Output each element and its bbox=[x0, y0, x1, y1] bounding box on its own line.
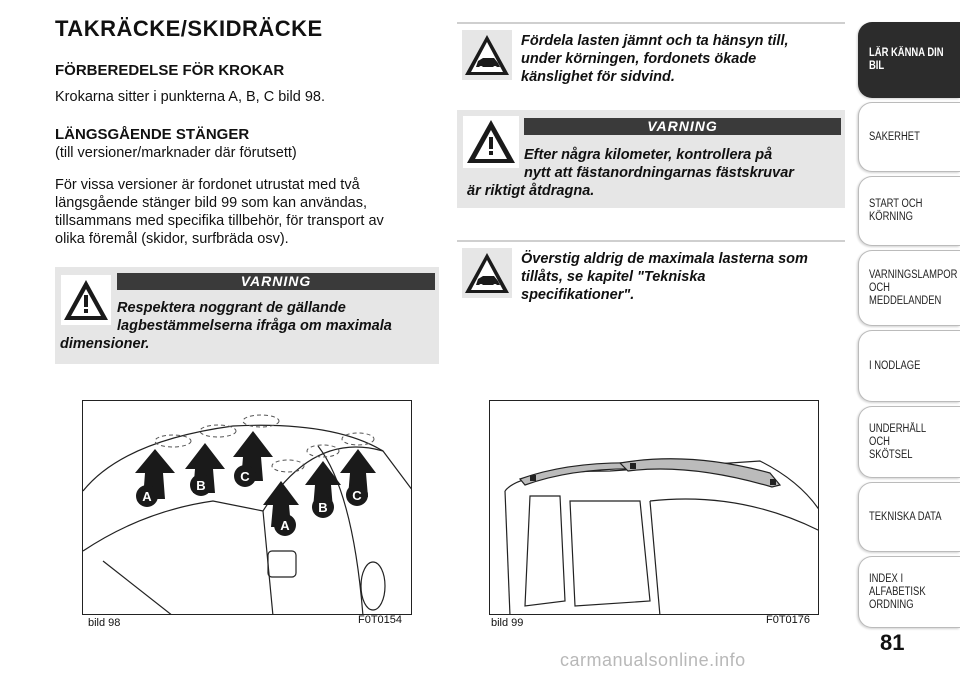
tab-index[interactable]: INDEX I ALFABETISK ORDNING bbox=[858, 556, 960, 628]
tab-label: SÄKERHET bbox=[869, 130, 920, 143]
note-text-line: Fördela lasten jämnt och ta hänsyn till, bbox=[521, 33, 789, 49]
text-line: tillsammans med specifika tillbehör, för… bbox=[55, 213, 384, 229]
warning-text-line: dimensioner. bbox=[60, 336, 150, 352]
warning-label: VARNING bbox=[524, 118, 841, 135]
warning-text-line: är riktigt åtdragna. bbox=[467, 183, 595, 199]
note-max-load: Överstig aldrig de maximala lasterna som… bbox=[457, 248, 845, 308]
divider bbox=[457, 22, 845, 24]
tab-start-och-korning[interactable]: START OCH KÖRNING bbox=[858, 176, 960, 246]
warning-text-line: Respektera noggrant de gällande bbox=[117, 300, 346, 316]
figure-code: F0T0176 bbox=[766, 614, 811, 626]
warning-text-line: nytt att fästanordningarnas fästskruvar bbox=[524, 165, 794, 181]
tab-label: TEKNISKA DATA bbox=[869, 510, 942, 523]
warning-box-screws: VARNING Efter några kilometer, kontrolle… bbox=[457, 110, 845, 208]
warning-triangle-icon bbox=[463, 116, 519, 168]
vehicle-roof-illustration: A B C A B C bbox=[83, 414, 411, 614]
figure-99-roof-rails bbox=[489, 400, 819, 615]
tab-i-nodlage[interactable]: I NÖDLÄGE bbox=[858, 330, 960, 402]
figure-caption: bild 98 bbox=[88, 617, 121, 629]
tab-label: INDEX I ALFABETISK ORDNING bbox=[869, 572, 926, 611]
hook-marker-label: A bbox=[280, 518, 290, 533]
note-text-line: under körningen, fordonets ökade bbox=[521, 51, 757, 67]
watermark-text: carmanualsonline.info bbox=[560, 650, 746, 670]
figure-98-roof-hooks: A B C A B C bbox=[82, 400, 412, 615]
figure-caption: bild 99 bbox=[491, 617, 524, 629]
tab-label: VARNINGSLAMPOR OCH MEDDELANDEN bbox=[869, 268, 958, 307]
hook-marker-label: B bbox=[196, 478, 205, 493]
tab-tekniska-data[interactable]: TEKNISKA DATA bbox=[858, 482, 960, 552]
tab-varningslampor[interactable]: VARNINGSLAMPOR OCH MEDDELANDEN bbox=[858, 250, 960, 326]
section-subheading-rails: (till versioner/marknader där förutsett) bbox=[55, 145, 297, 161]
text-line: För vissa versioner är fordonet utrustat… bbox=[55, 177, 360, 193]
warning-text-line: Efter några kilometer, kontrollera på bbox=[524, 147, 773, 163]
section-heading-hooks: FÖRBEREDELSE FÖR KROKAR bbox=[55, 62, 285, 79]
note-text-line: tillåts, se kapitel "Tekniska bbox=[521, 269, 706, 285]
warning-triangle-icon bbox=[61, 275, 111, 325]
note-text-line: känslighet för sidvind. bbox=[521, 69, 675, 85]
tab-underhall-och-skotsel[interactable]: UNDERHÅLL OCH SKÖTSEL bbox=[858, 406, 960, 478]
divider bbox=[457, 240, 845, 242]
text-line: längsgående stänger bild 99 som kan anvä… bbox=[55, 195, 367, 211]
hook-marker-label: B bbox=[318, 500, 327, 515]
section-text-rails: För vissa versioner är fordonet utrustat… bbox=[55, 176, 440, 248]
page-number: 81 bbox=[880, 630, 905, 655]
section-heading-rails: LÄNGSGÅENDE STÄNGER bbox=[55, 126, 250, 143]
tab-label: I NÖDLÄGE bbox=[869, 359, 921, 372]
note-load-distribution: Fördela lasten jämnt och ta hänsyn till,… bbox=[457, 30, 845, 90]
hook-marker-label: C bbox=[240, 469, 250, 484]
figure-code: F0T0154 bbox=[358, 614, 403, 626]
car-load-icon bbox=[462, 248, 512, 298]
note-text-line: specifikationer". bbox=[521, 287, 635, 303]
tab-sakerhet[interactable]: SÄKERHET bbox=[858, 102, 960, 172]
tab-label: START OCH KÖRNING bbox=[869, 198, 923, 223]
tab-label: LÄR KÄNNA DIN BIL bbox=[869, 47, 944, 72]
hook-marker-label: C bbox=[352, 488, 362, 503]
warning-box-dimensions: VARNING Respektera noggrant de gällande … bbox=[55, 267, 439, 364]
car-load-icon bbox=[462, 30, 512, 80]
tab-lar-kanna-din-bil[interactable]: LÄR KÄNNA DIN BIL bbox=[858, 22, 960, 98]
tab-label: UNDERHÅLL OCH SKÖTSEL bbox=[869, 422, 926, 461]
page-title: TAKRÄCKE/SKIDRÄCKE bbox=[55, 16, 323, 41]
note-text-line: Överstig aldrig de maximala lasterna som bbox=[521, 251, 808, 267]
warning-text-line: lagbestämmelserna ifråga om maximala bbox=[117, 318, 392, 334]
warning-label: VARNING bbox=[117, 273, 435, 290]
hook-marker-label: A bbox=[142, 489, 152, 504]
section-text-hooks: Krokarna sitter i punkterna A, B, C bild… bbox=[55, 89, 325, 105]
text-line: olika föremål (skidor, surfbräda osv). bbox=[55, 231, 289, 247]
vehicle-roof-rails-illustration bbox=[504, 458, 818, 614]
